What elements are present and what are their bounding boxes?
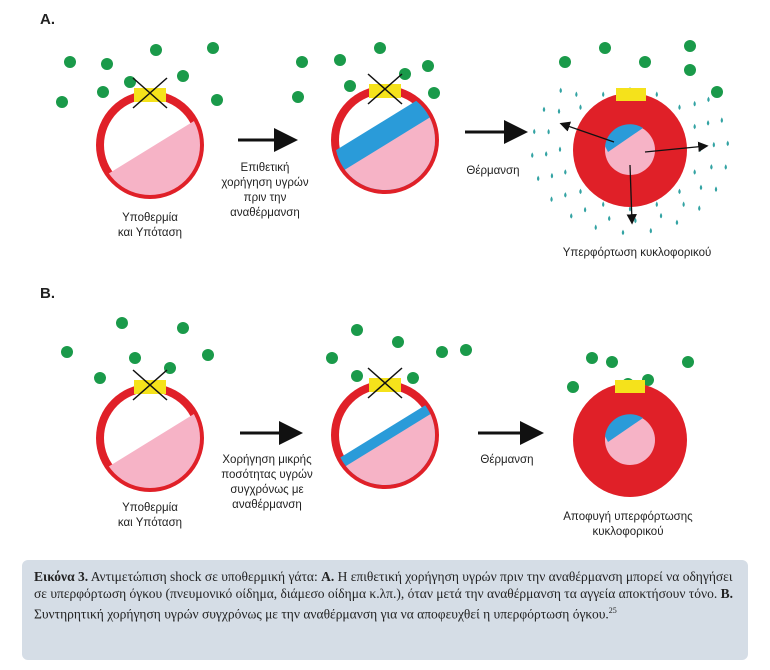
droplet: [655, 201, 658, 207]
droplet: [678, 188, 681, 195]
label-hypotension: και Υπόταση: [118, 227, 182, 239]
droplet: [621, 229, 625, 236]
result-b-label-line1: Αποφυγή υπερφόρτωσης: [563, 511, 693, 523]
droplet: [579, 104, 582, 110]
droplet: [714, 186, 718, 192]
arrow-a1-label-line2: χορήγηση υγρών: [221, 177, 308, 189]
droplet: [547, 128, 550, 135]
droplet: [536, 175, 540, 182]
droplet: [558, 146, 562, 152]
arrow-b2-label: Θέρμανση: [480, 454, 533, 466]
leak-arrow-down: [626, 164, 637, 225]
droplet: [693, 100, 696, 107]
molecule-dots-a3: [559, 40, 723, 98]
caption-part-a-label: Α.: [321, 569, 335, 584]
droplet: [707, 96, 710, 103]
droplet: [720, 117, 724, 123]
leak-arrow-right: [644, 141, 709, 153]
droplet: [533, 128, 536, 135]
section-a-label: A.: [40, 11, 55, 28]
arrow-b1-label-line1: Χορήγηση μικρής: [222, 454, 312, 466]
plasma-volume: [335, 402, 435, 485]
molecule-dots-a2: [292, 42, 440, 103]
vessel-clamp: [616, 88, 646, 101]
droplet: [583, 206, 587, 213]
result-a-label: Υπερφόρτωση κυκλοφορικού: [563, 247, 712, 259]
droplet: [557, 108, 561, 114]
arrow-b1-label-line3: συγχρόνως με: [230, 484, 303, 496]
droplet: [594, 224, 597, 231]
droplet: [550, 196, 553, 202]
droplet: [706, 120, 710, 126]
arrow-a2-label: Θέρμανση: [466, 165, 519, 177]
caption-figure-label: Εικόνα 3.: [34, 569, 89, 584]
droplet: [628, 206, 632, 212]
fluid-volume: [605, 414, 643, 442]
droplet: [564, 192, 567, 198]
caption-text-1: Αντιμετώπιση shock σε υποθερμική γάτα:: [88, 569, 322, 584]
droplet: [544, 151, 548, 157]
figure-caption: Εικόνα 3. Αντιμετώπιση shock σε υποθερμι…: [22, 560, 748, 660]
caption-text-3: Συντηρητική χορήγηση υγρών συγχρόνως με …: [34, 606, 609, 622]
vessel-clamp: [134, 380, 166, 394]
droplet: [649, 227, 653, 234]
droplet: [726, 140, 729, 147]
droplet: [564, 169, 567, 175]
arrow-b1-label-line4: αναθέρμανση: [232, 499, 302, 511]
arrow-a1-label-line1: Επιθετική: [241, 162, 290, 174]
droplet: [608, 215, 611, 222]
droplet: [542, 106, 546, 113]
vessel-clamp: [615, 380, 645, 393]
molecule-dots-a1: [56, 42, 223, 108]
droplet: [682, 201, 685, 207]
droplet: [659, 212, 663, 219]
label-hypotension-b: και Υπόταση: [118, 517, 182, 529]
vessel-clamp: [134, 88, 166, 102]
fluid-volume: [605, 124, 643, 152]
label-hypothermia: Υποθερμία: [122, 212, 178, 224]
vessel-b1: [96, 369, 204, 492]
section-b-label: B.: [40, 285, 55, 302]
droplet: [693, 123, 696, 130]
droplet: [575, 91, 578, 98]
droplet: [531, 152, 534, 158]
arrow-a1-label-line4: αναθέρμανση: [230, 207, 300, 219]
droplet: [559, 87, 562, 94]
droplet: [602, 91, 605, 98]
droplet: [693, 169, 696, 175]
droplet: [710, 164, 713, 170]
vessel-b2: [331, 367, 439, 489]
caption-part-b-label: Β.: [720, 586, 733, 601]
edema-droplets: [531, 87, 729, 236]
molecule-dots-b2: [326, 324, 472, 384]
droplet: [579, 188, 582, 195]
molecule-dots-b1: [61, 317, 214, 384]
caption-reference: 25: [608, 606, 617, 615]
droplet: [678, 104, 681, 110]
vessel-a1: [96, 77, 204, 199]
vessel-clamp: [369, 378, 401, 392]
droplet: [699, 184, 703, 191]
droplet: [698, 205, 701, 211]
droplet: [550, 172, 554, 179]
arrow-a1-label-line3: πριν την: [244, 192, 287, 204]
result-b-label-line2: κυκλοφορικού: [592, 526, 663, 538]
caption-text-2: Η επιθετική χορήγηση υγρών πριν την αναθ…: [34, 569, 733, 601]
droplet: [655, 91, 658, 98]
droplet: [675, 219, 679, 226]
label-hypothermia-b: Υποθερμία: [122, 502, 178, 514]
droplet: [724, 164, 727, 170]
arrow-b1-label-line2: ποσότητας υγρών: [221, 469, 313, 481]
droplet: [570, 213, 573, 219]
droplet: [602, 201, 605, 207]
droplet: [634, 217, 637, 224]
shock-treatment-diagram: A. B. Υποθερμία και Υπόταση Επιθετική χο…: [40, 11, 729, 538]
droplet: [712, 141, 716, 148]
plasma-volume: [335, 105, 435, 190]
vessel-clamp: [369, 84, 401, 98]
vessel-a3: [559, 88, 709, 225]
vessel-b3: [573, 380, 687, 497]
leak-arrow-left: [559, 121, 615, 143]
